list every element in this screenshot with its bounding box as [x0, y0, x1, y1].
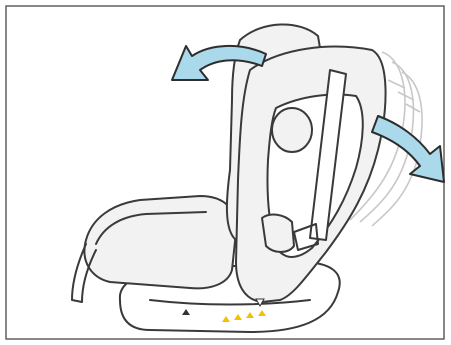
shoulder-pad	[272, 108, 312, 152]
lower-side-pad	[262, 215, 294, 252]
